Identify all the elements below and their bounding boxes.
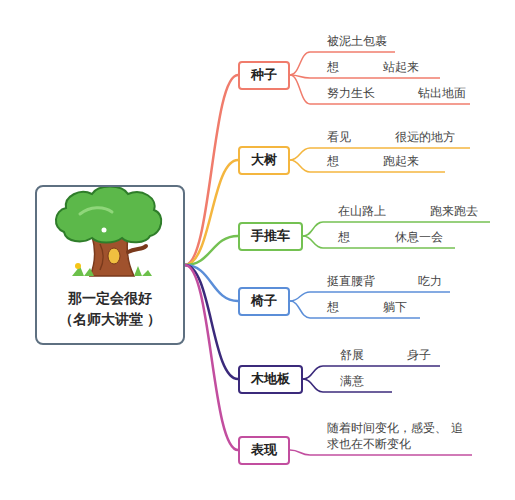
leaf-text: 钻出地面 <box>418 85 466 101</box>
leaf-text: 站起来 <box>383 59 419 75</box>
leaf-text: 想 <box>327 299 339 315</box>
leaf-text: 看见 <box>327 129 351 145</box>
branch-box: 椅子 <box>238 287 290 316</box>
branch-stub <box>128 246 146 252</box>
branch-box: 表现 <box>238 436 290 465</box>
leaf-text: 在山路上 <box>338 203 386 219</box>
leaf-text: 想 <box>338 229 350 245</box>
branch-box: 种子 <box>238 61 290 90</box>
leaf-text: 休息一会 <box>395 229 443 245</box>
butterfly <box>102 228 107 233</box>
leader-line <box>290 292 450 301</box>
branch-connector <box>185 75 238 265</box>
leaf-text: 被泥土包裹 <box>327 33 387 49</box>
leaf-text: 想 <box>327 59 339 75</box>
leaf-text: 想 <box>327 153 339 169</box>
flower <box>75 263 81 269</box>
leaf-text: 舒展 <box>340 347 364 363</box>
leaf-text: 躺下 <box>383 299 407 315</box>
branch-connector <box>185 265 238 450</box>
leaf-text: 身子 <box>407 347 431 363</box>
leader-line <box>290 52 395 75</box>
leaf-text: 很远的地方 <box>395 129 455 145</box>
leader-line <box>290 75 470 104</box>
leaf-text: 跑起来 <box>383 153 419 169</box>
node-text: 椅子 <box>251 292 277 310</box>
leader-line <box>290 148 470 160</box>
leaf-text: 跑来跑去 <box>430 203 478 219</box>
grass <box>72 266 152 276</box>
central-topic: 那一定会很好 （名师大讲堂 ） <box>35 185 185 345</box>
leader-line <box>290 160 445 172</box>
leaf-text: 挺直腰背 <box>327 273 375 289</box>
node-text: 种子 <box>251 66 277 84</box>
leaf-text: 吃力 <box>418 273 442 289</box>
node-text: 大树 <box>251 151 277 169</box>
branch-box: 手推车 <box>238 222 303 251</box>
tree-canopy <box>56 187 161 243</box>
node-text: 那一定会很好 （名师大讲堂 ） <box>45 288 175 329</box>
leaf-text: 满意 <box>340 373 364 389</box>
branch-box: 木地板 <box>238 365 303 394</box>
node-text: 表现 <box>251 441 277 459</box>
leader-line <box>303 366 440 379</box>
canopy-highlight <box>80 208 112 214</box>
leaf-text: 努力生长 <box>327 85 375 101</box>
trunk-line <box>100 244 103 270</box>
node-text: 手推车 <box>251 227 290 245</box>
branch-connector <box>185 160 238 265</box>
node-text: 木地板 <box>251 370 290 388</box>
branch-box: 大树 <box>238 146 290 175</box>
leader-line <box>290 75 440 78</box>
leaf-text: 随着时间变化，感受、 追求也在不断变化 <box>327 420 467 452</box>
tree-hole <box>108 248 120 264</box>
branch-connector <box>185 236 238 265</box>
